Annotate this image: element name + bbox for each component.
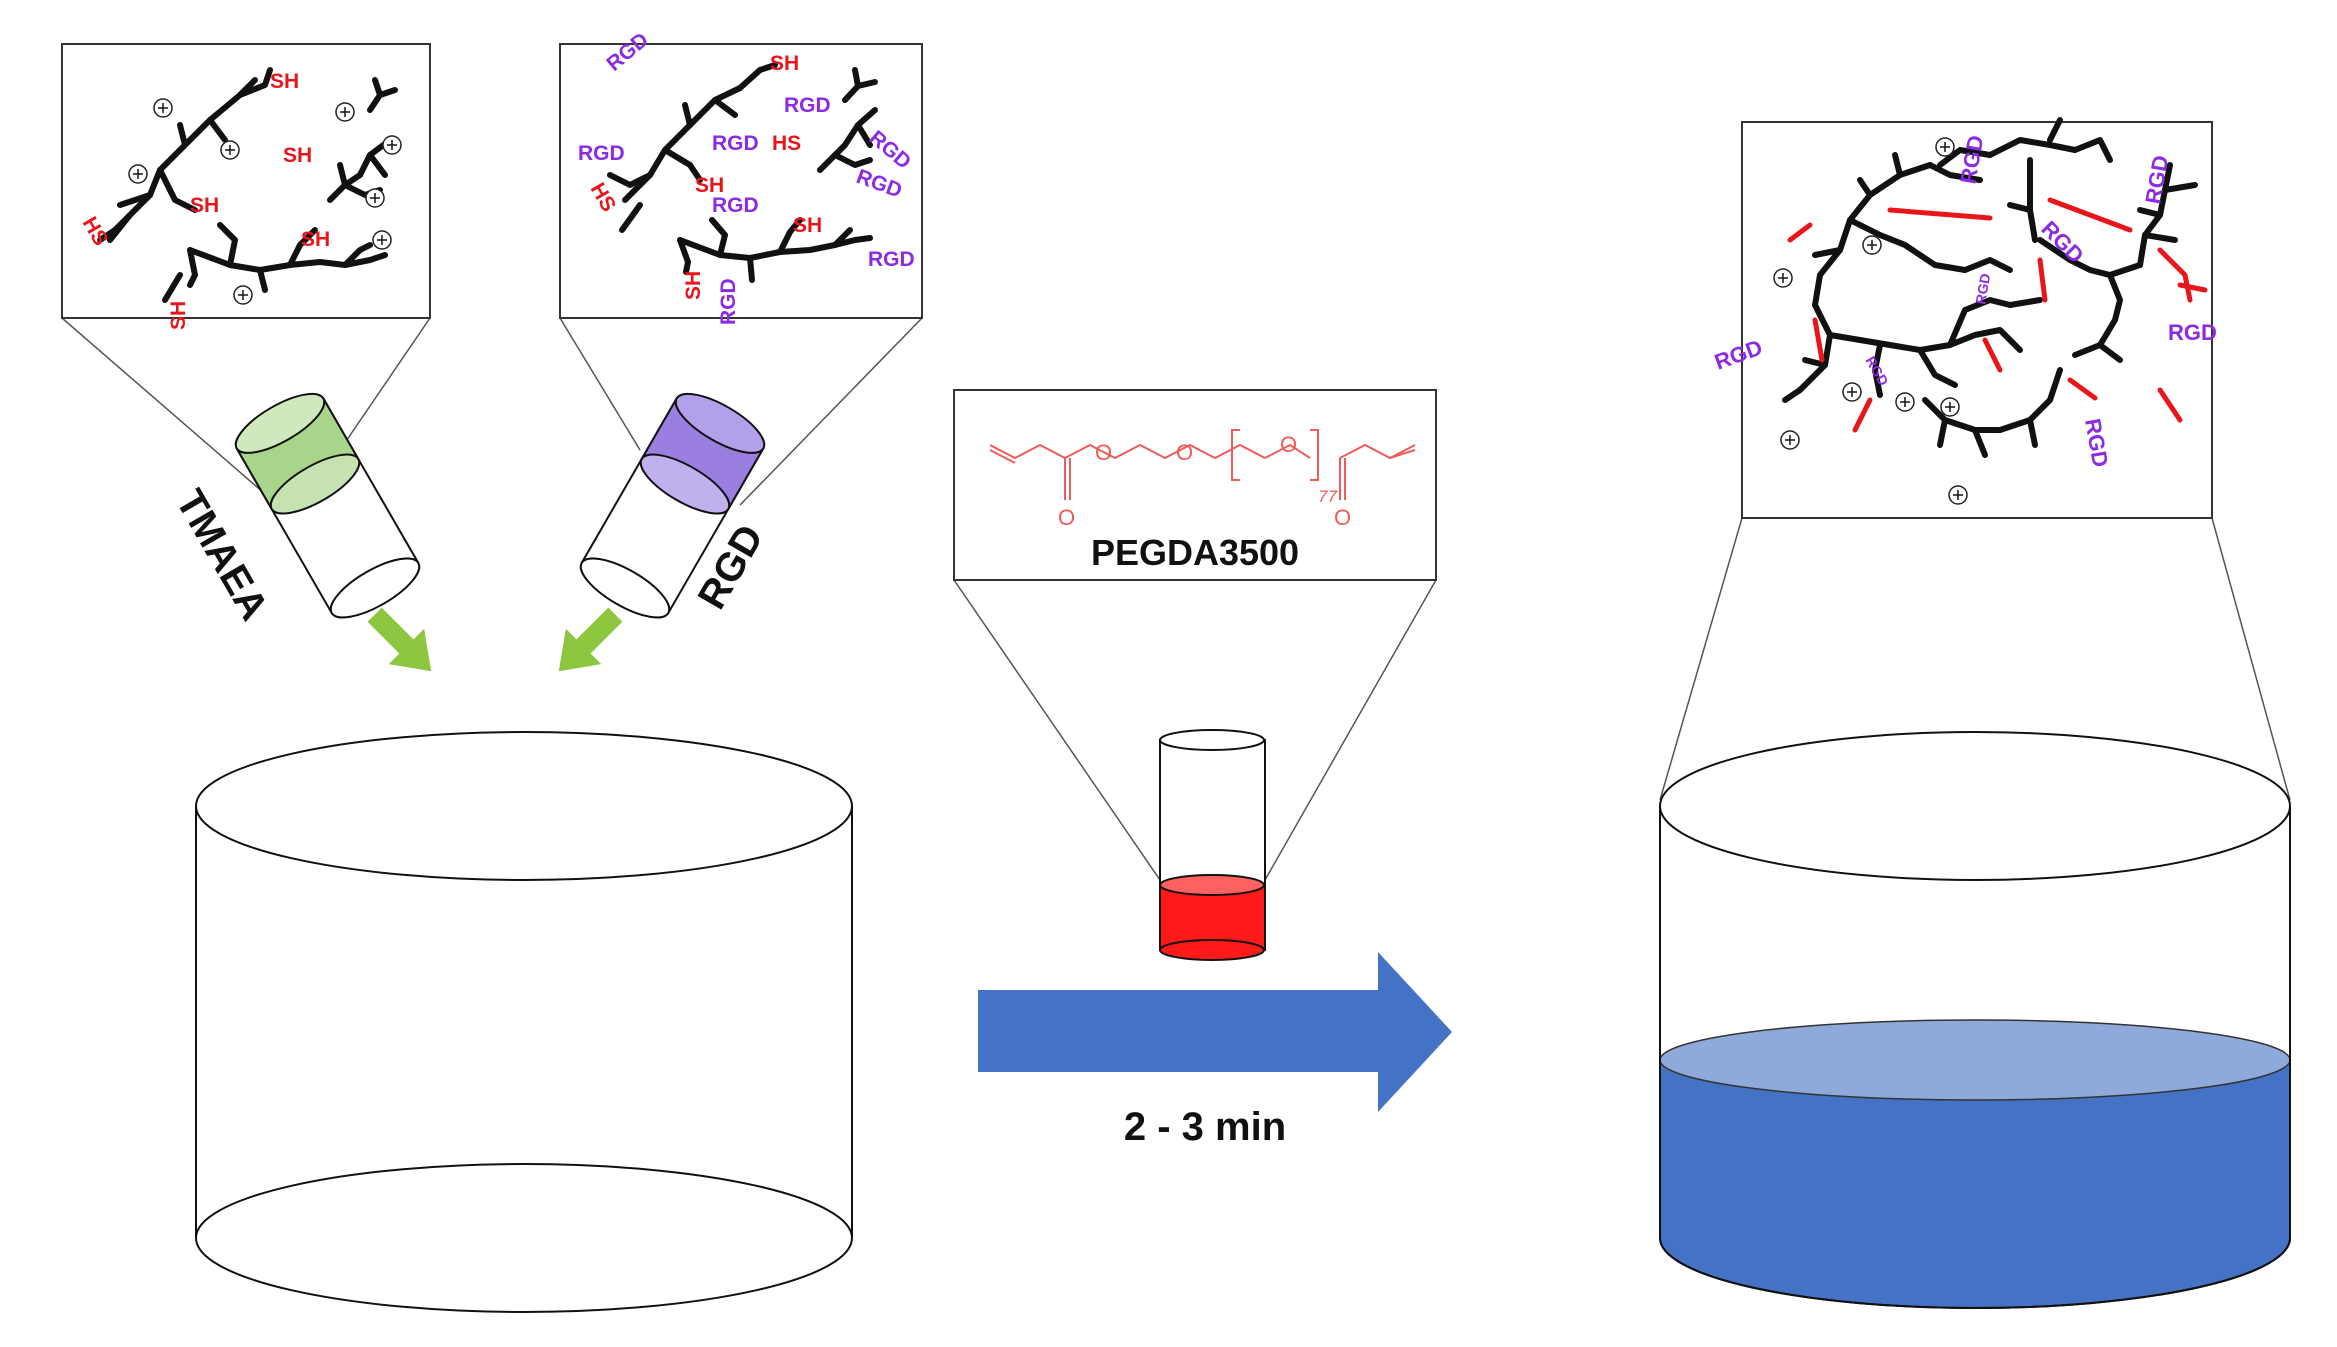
reaction-arrow	[978, 952, 1452, 1112]
pegda-atoms: O O O O O 77	[1058, 432, 1351, 530]
thiol-label: SH	[695, 174, 724, 197]
rgd-label: RGD	[868, 248, 915, 271]
oxygen-atom: O	[1176, 440, 1193, 465]
pegda-inset: O O O O O 77 PEGDA3500	[953, 389, 1437, 581]
peg-crosslinks	[1787, 197, 2208, 433]
thiol-label: SH	[682, 271, 705, 300]
tmaea-polymer-chains	[97, 67, 398, 303]
rgd-pour-arrow	[558, 607, 623, 672]
rgd-vial	[579, 392, 766, 619]
thiol-label: HS	[772, 132, 801, 155]
plus-in-circle-icon	[382, 135, 402, 155]
rgd-zoom-lines	[559, 317, 923, 506]
plus-in-circle-icon	[335, 102, 355, 122]
gel-surface	[1659, 1019, 2291, 1101]
plus-in-circle-icon	[153, 98, 173, 118]
oxygen-atom: O	[1095, 440, 1112, 465]
hydrogel-container	[1659, 731, 2291, 1309]
pegda-zoom-lines	[953, 579, 1437, 881]
plus-in-circle-icon	[128, 164, 148, 184]
pegda-label: PEGDA3500	[1091, 532, 1299, 573]
rgd-label: RGD	[712, 194, 759, 217]
plus-in-circle-icon	[1842, 382, 1862, 402]
rgd-label: RGD	[784, 94, 831, 117]
rgd-polymer-inset: SH HS SH SH HS SH RGD RGD RGD RGD RGD RG…	[559, 28, 923, 325]
plus-in-circle-icon	[233, 285, 253, 305]
rgd-label: RGD	[2168, 320, 2217, 345]
thiol-label: SH	[283, 144, 312, 167]
thiol-label: SH	[270, 70, 299, 93]
peg-repeat-count: 77	[1318, 487, 1337, 506]
oxygen-atom: O	[1058, 505, 1075, 530]
empty-container	[195, 731, 853, 1313]
rgd-thiol-labels: SH HS SH SH HS SH	[586, 52, 823, 300]
hydrogel-zoom-lines	[1659, 517, 2291, 801]
rgd-polymer-chains	[607, 62, 878, 283]
plus-in-circle-icon	[1780, 430, 1800, 450]
container-rim	[1659, 731, 2291, 881]
reaction-time-label: 2 - 3 min	[1124, 1105, 1286, 1149]
tmaea-polymer-inset: SH SH SH SH HS SH	[61, 43, 431, 330]
network-chains	[1782, 117, 2198, 458]
thiol-label: SH	[793, 214, 822, 237]
plus-in-circle-icon	[1862, 235, 1882, 255]
thiol-label: SH	[190, 194, 219, 217]
thiol-label: SH	[770, 52, 799, 75]
plus-in-circle-icon	[1935, 137, 1955, 157]
plus-in-circle-icon	[220, 140, 240, 160]
thiol-label: SH	[301, 228, 330, 251]
plus-in-circle-icon	[365, 188, 385, 208]
tmaea-vial-label: TMAEA	[167, 483, 276, 628]
tmaea-vial	[234, 392, 421, 619]
tmaea-pour-arrow	[367, 607, 432, 672]
plus-in-circle-icon	[1895, 392, 1915, 412]
thiol-label: SH	[167, 301, 190, 330]
rgd-label: RGD	[578, 142, 625, 165]
tmaea-zoom-lines	[61, 317, 431, 501]
plus-in-circle-icon	[372, 230, 392, 250]
pour-arrows	[367, 607, 623, 672]
hydrogel-network-inset: RGD RGD RGD RGD RGD RGD RGD RGD	[1711, 117, 2217, 519]
rgd-label: RGD	[1972, 272, 1993, 305]
pegda-vial	[1159, 729, 1266, 961]
oxygen-atom: O	[1334, 505, 1351, 530]
rgd-label: RGD	[717, 278, 740, 325]
plus-in-circle-icon	[1773, 268, 1793, 288]
plus-in-circle-icon	[1948, 485, 1968, 505]
oxygen-atom: O	[1280, 432, 1297, 457]
pegda-structure	[989, 429, 1416, 500]
plus-in-circle-icon	[1940, 397, 1960, 417]
rgd-label: RGD	[712, 132, 759, 155]
